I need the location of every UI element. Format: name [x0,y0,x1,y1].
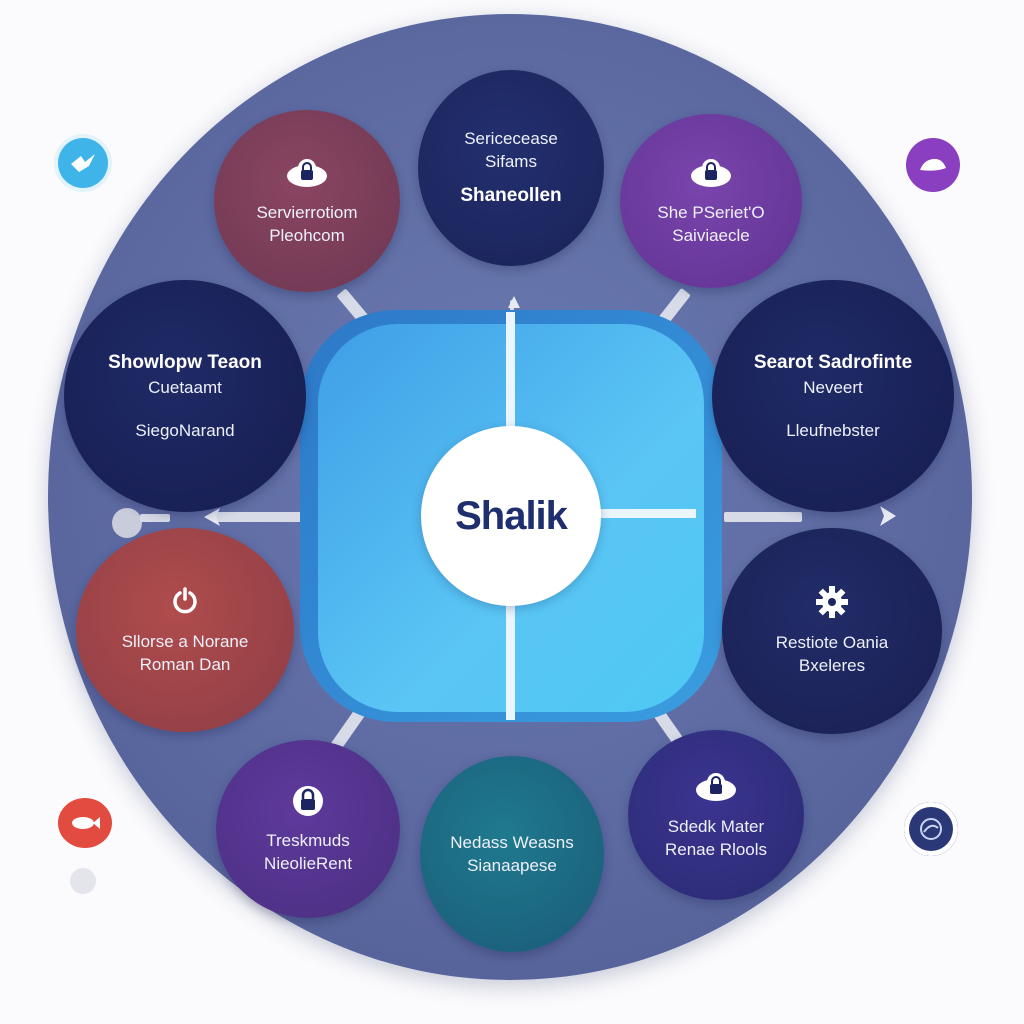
cloud-lock-icon [694,769,738,803]
node-label-bold: Shaneollen [460,185,562,206]
hub-title: Shalik [455,493,568,538]
fish-icon [58,798,112,848]
node-label-line1: Sllorse a Norane [121,632,249,651]
node-label-bold: Showlopw Teaon [108,352,262,373]
cloud-icon [906,138,960,192]
connector-left [216,512,312,522]
node-label-line1: Restiote Oania [775,633,889,652]
node-label-line1: Neveert [803,378,863,397]
node-label-sub: SiegoNarand [135,421,235,440]
node-label-line2: Sianaapese [467,856,557,875]
node-right[interactable]: Searot Sadrofinte Neveert Lleufnebster [712,280,954,512]
gear-icon [810,585,854,619]
node-label-bold: Searot Sadrofinte [753,352,913,373]
left-handle-bar [140,514,170,522]
node-bottom-right[interactable]: Sdedk Mater Renae Rlools [628,730,804,900]
node-label-line2: Renae Rlools [664,840,768,859]
node-label-line1: Cuetaamt [148,378,222,397]
node-bottom-left[interactable]: Treskmuds NieolieRent [216,740,400,918]
cloud-lock-icon [285,155,329,189]
node-bottom[interactable]: Nedass Weasns Sianaapese [420,756,604,952]
node-lower-right[interactable]: Restiote Oania Bxeleres [722,528,942,734]
node-label-line2: Saiviaecle [672,226,750,245]
node-label-line2: Roman Dan [139,655,231,674]
hub-divider-horizontal [600,509,696,518]
node-left[interactable]: Showlopw Teaon Cuetaamt SiegoNarand [64,280,306,512]
node-lower-left[interactable]: Sllorse a Norane Roman Dan [76,528,294,732]
node-label-line1: Sericecease [464,129,558,148]
node-label-sub: Lleufnebster [786,421,880,440]
node-label-line2: Bxeleres [798,656,866,675]
left-handle-dot [112,508,142,538]
node-top[interactable]: Sericecease Sifams Shaneollen [418,70,604,266]
arrow-left [204,508,220,526]
lock-icon [286,783,330,817]
cloud-lock-icon [689,155,733,189]
node-label-line1: Servierrotiom [256,203,358,222]
dot-icon [70,868,96,894]
node-label-line2: Sifams [485,152,537,171]
node-top-left[interactable]: Servierrotiom Pleohcom [214,110,400,292]
node-label-line1: Sdedk Mater [667,817,765,836]
hub-center[interactable]: Shalik [421,426,601,606]
node-label-line2: NieolieRent [264,854,352,873]
node-label-line1: Nedass Weasns [450,833,574,852]
node-label-line1: Treskmuds [266,831,350,850]
node-label-line1: She PSeriet'O [657,203,765,222]
arrow-top [508,296,520,308]
arrow-right [880,506,896,526]
node-label-line2: Pleohcom [269,226,345,245]
globe-icon [904,802,958,856]
bird-icon [58,138,108,188]
node-top-right[interactable]: She PSeriet'O Saiviaecle [620,114,802,288]
connector-right [724,512,802,522]
power-icon [163,584,207,618]
